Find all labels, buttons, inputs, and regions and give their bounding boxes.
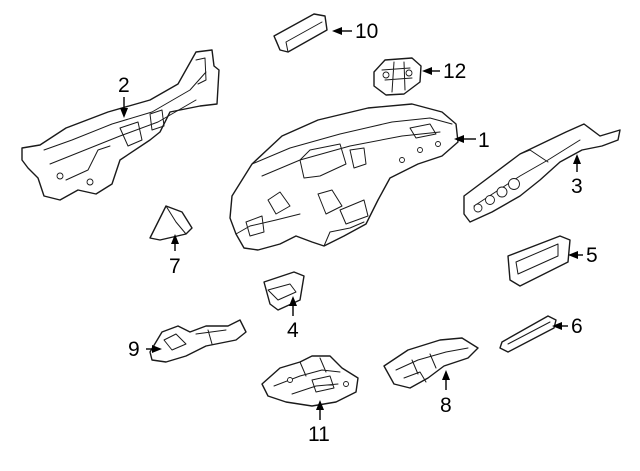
part-10-cover[interactable]	[273, 13, 328, 53]
part-9-lower-bracket[interactable]	[149, 319, 247, 363]
callout-labels: 1 2 3 4 5 6 7 8 9 10 11 12	[118, 20, 598, 446]
part-11-support-bracket[interactable]	[261, 355, 359, 407]
callout-11: 11	[308, 423, 330, 446]
part-2-cross-beam[interactable]	[21, 49, 220, 201]
callout-3: 3	[571, 175, 583, 198]
callout-12: 12	[443, 60, 466, 83]
callout-9: 9	[128, 338, 140, 361]
callout-5: 5	[586, 244, 598, 267]
callout-8: 8	[440, 394, 452, 417]
part-7-corner-trim[interactable]	[149, 205, 193, 241]
part-12-bracket[interactable]	[373, 57, 422, 96]
part-5-trim-bezel[interactable]	[507, 235, 571, 287]
callout-6: 6	[571, 315, 583, 338]
callout-10: 10	[355, 20, 378, 43]
leader-lines	[120, 27, 583, 420]
part-3-trim-panel[interactable]	[463, 123, 621, 223]
part-6-trim-strip[interactable]	[499, 315, 557, 353]
callout-1: 1	[478, 129, 490, 152]
part-4-small-bracket[interactable]	[263, 271, 305, 311]
callout-7: 7	[169, 255, 181, 278]
part-1-instrument-panel[interactable]	[229, 103, 459, 251]
callout-2: 2	[118, 74, 130, 97]
part-8-lower-bracket[interactable]	[383, 337, 479, 389]
callout-4: 4	[287, 319, 299, 342]
